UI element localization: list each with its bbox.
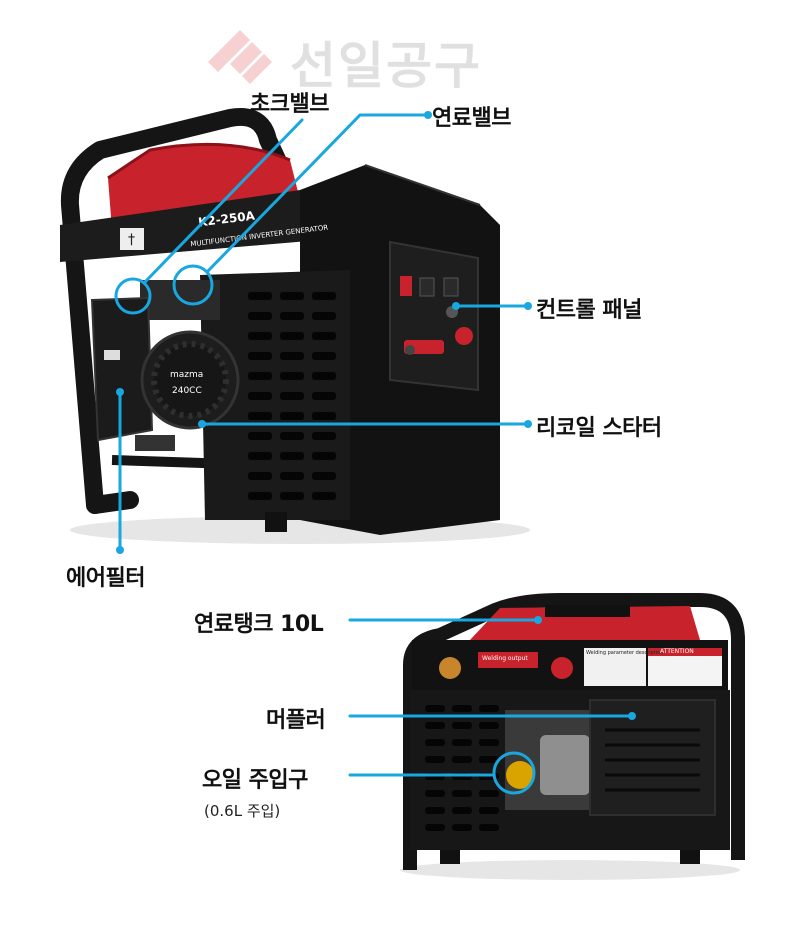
welding-params-text: Welding parameter description [586,650,664,656]
fuel-tank-label: 연료탱크 10L [194,612,324,637]
oil-inlet-note: (0.6L 주입) [204,802,281,820]
engine-cc-text: 240CC [172,386,202,396]
muffler-label: 머플러 [266,708,326,733]
watermark-brand-text: 선일공구 [290,37,482,95]
fuel-valve-label: 연료밸브 [432,106,511,131]
choke-valve-label: 초크밸브 [250,92,329,117]
brand-logo-icon [208,30,272,84]
top-generator-illustration: † [60,108,530,544]
recoil-starter-label: 리코일 스타터 [536,416,662,441]
engine-brand-text: mazma [170,370,204,380]
oil-inlet-marker [492,751,536,795]
attention-text: ATTENTION [660,648,694,655]
control-panel-label: 컨트롤 패널 [536,298,642,323]
svg-text:†: † [128,232,135,248]
oil-inlet-label: 오일 주입구 [202,768,308,793]
air-filter-label: 에어필터 [66,566,145,591]
welding-output-text: Welding output [482,655,528,662]
choke-valve-marker [114,277,152,315]
fuel-valve-marker [172,264,214,306]
bottom-generator-illustration [400,593,745,880]
watermark-logo: 선일공구 [200,22,482,102]
